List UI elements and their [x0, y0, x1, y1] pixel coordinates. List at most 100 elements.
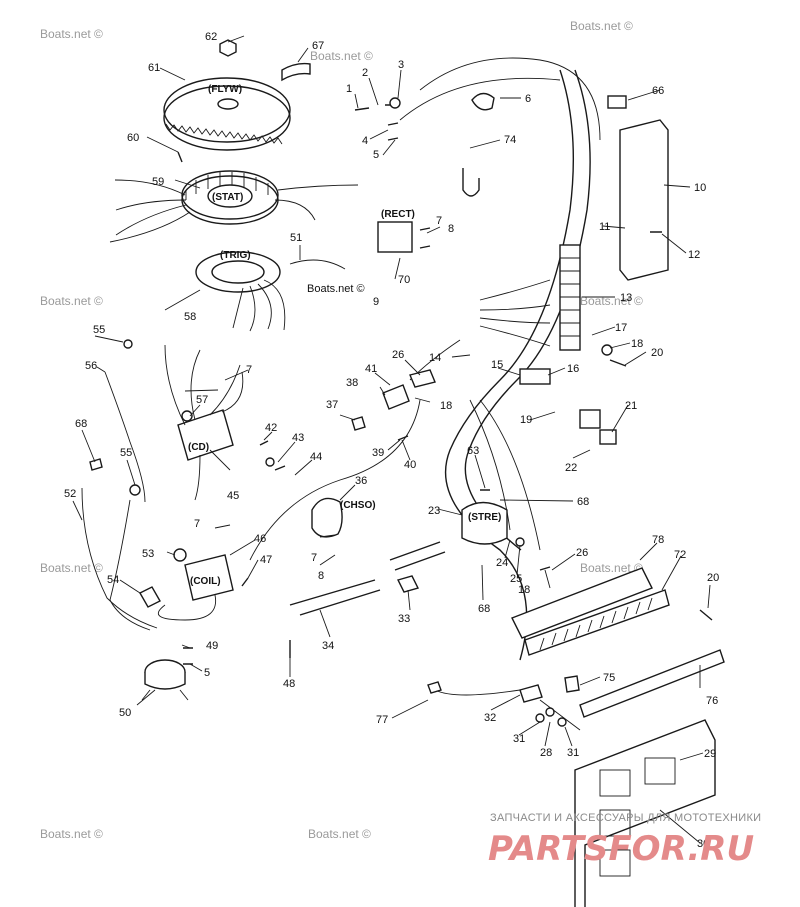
watermark-group: Boats.net © Boats.net © Boats.net © Boat…	[40, 19, 643, 841]
callout-number: 68	[577, 496, 589, 508]
watermark: Boats.net ©	[580, 561, 643, 575]
fuse-part	[519, 684, 543, 703]
solenoid-part	[141, 659, 189, 701]
callout-number: 1	[346, 83, 352, 95]
callout-number: 24	[496, 557, 508, 569]
callout-number: 30	[697, 838, 709, 850]
callout-number: 33	[398, 613, 410, 625]
brand-logo: ЗАПЧАСТИ И АКСЕССУАРЫ ДЛЯ МОТОТЕХНИКИ PA…	[488, 812, 761, 869]
clip-part	[607, 95, 627, 109]
callout-number: 50	[119, 707, 131, 719]
callout-number: 55	[93, 324, 105, 336]
callout-number: 26	[392, 349, 404, 361]
callout-number: 18	[440, 400, 452, 412]
watermark: Boats.net ©	[40, 561, 103, 575]
clip-part	[396, 575, 420, 593]
callout-number: 26	[576, 547, 588, 559]
callout-number: 22	[565, 462, 577, 474]
trigger-part: (TRIG)	[195, 250, 286, 332]
callout-number: 34	[322, 640, 334, 652]
lead-part	[104, 371, 146, 503]
callout-number: 6	[525, 93, 531, 105]
callout-number: 70	[398, 274, 410, 286]
callout-number: 8	[318, 570, 324, 582]
callout-number: 8	[448, 223, 454, 235]
callout-number: 21	[625, 400, 637, 412]
callout-number: 68	[75, 418, 87, 430]
starter-solenoid-part: (STRE)	[461, 501, 508, 545]
callout-number: 36	[355, 475, 367, 487]
callout-number: 29	[704, 748, 716, 760]
plate-part	[579, 649, 725, 718]
callout-number: 18	[631, 338, 643, 350]
callout-number: 12	[688, 249, 700, 261]
callout-number: 63	[467, 445, 479, 457]
callout-number: 44	[310, 451, 322, 463]
callout-number: 7	[311, 552, 317, 564]
stator-part: (STAT)	[109, 170, 359, 243]
copyright-watermark: Boats.net ©	[307, 283, 365, 295]
watermark: Boats.net ©	[40, 827, 103, 841]
callout-number: 62	[205, 31, 217, 43]
callout-number: 20	[651, 347, 663, 359]
screw-part	[177, 151, 183, 163]
lead-part	[289, 579, 381, 616]
callout-number: 52	[64, 488, 76, 500]
callout-number: 68	[478, 603, 490, 615]
callout-number: 78	[652, 534, 664, 546]
callout-number: 45	[227, 490, 239, 502]
boot-part	[139, 586, 161, 608]
callout-number: 76	[706, 695, 718, 707]
callout-numbers: 1 2 3 4 5 5 6 7 7 7 7 8 8 9 10 11 12 13 …	[64, 31, 719, 850]
callout-number: 53	[142, 548, 154, 560]
callout-number: 3	[398, 59, 404, 71]
callout-number: 5	[204, 667, 210, 679]
callout-number: 56	[85, 360, 97, 372]
callout-number: 28	[540, 747, 552, 759]
callout-number: 5	[373, 149, 379, 161]
callout-number: 46	[254, 533, 266, 545]
mounting-plate-part	[574, 719, 716, 907]
callout-number: 43	[292, 432, 304, 444]
callout-number: 74	[504, 134, 516, 146]
lead-part	[109, 499, 151, 631]
callout-number: 32	[484, 712, 496, 724]
flywheel-part: (FLYW)	[163, 77, 291, 151]
callout-number: 75	[603, 672, 615, 684]
callout-number: 11	[599, 221, 610, 233]
callout-number: 20	[707, 572, 719, 584]
callout-number: 37	[326, 399, 338, 411]
callout-number: 41	[365, 363, 377, 375]
callout-number: 47	[260, 554, 272, 566]
trigger-label: (TRIG)	[220, 250, 251, 261]
fuse-part	[427, 681, 442, 694]
callout-number: 13	[620, 292, 632, 304]
flywheel-label: (FLYW)	[208, 84, 242, 95]
callout-number: 51	[290, 232, 302, 244]
cd-module-label: (CD)	[188, 442, 209, 453]
callout-number: 19	[520, 414, 532, 426]
watermark: Boats.net ©	[40, 27, 103, 41]
watermark: Boats.net ©	[570, 19, 633, 33]
callout-number: 42	[265, 422, 277, 434]
chso-label: (CHSO)	[340, 500, 376, 511]
callout-number: 77	[376, 714, 388, 726]
callout-number: 7	[194, 518, 200, 530]
callout-number: 72	[674, 549, 686, 561]
cd-module-part: (CD)	[164, 344, 244, 501]
rectifier-part: (RECT)	[377, 209, 415, 253]
chso-part: (CHSO)	[311, 497, 376, 538]
watermark: Boats.net ©	[40, 294, 103, 308]
leader-lines	[72, 35, 711, 844]
callout-number: 4	[362, 135, 368, 147]
starter-solenoid-label: (STRE)	[468, 512, 501, 523]
callout-number: 15	[491, 359, 503, 371]
brand-name: PARTSFOR.RU	[488, 829, 754, 869]
callout-number: 61	[148, 62, 160, 74]
callout-number: 16	[567, 363, 579, 375]
callout-number: 55	[120, 447, 132, 459]
brand-subtitle: ЗАПЧАСТИ И АКСЕССУАРЫ ДЛЯ МОТОТЕХНИКИ	[490, 812, 761, 824]
watermark: Boats.net ©	[310, 49, 373, 63]
terminal-strip-part	[524, 589, 670, 656]
watermark: Boats.net ©	[580, 294, 643, 308]
